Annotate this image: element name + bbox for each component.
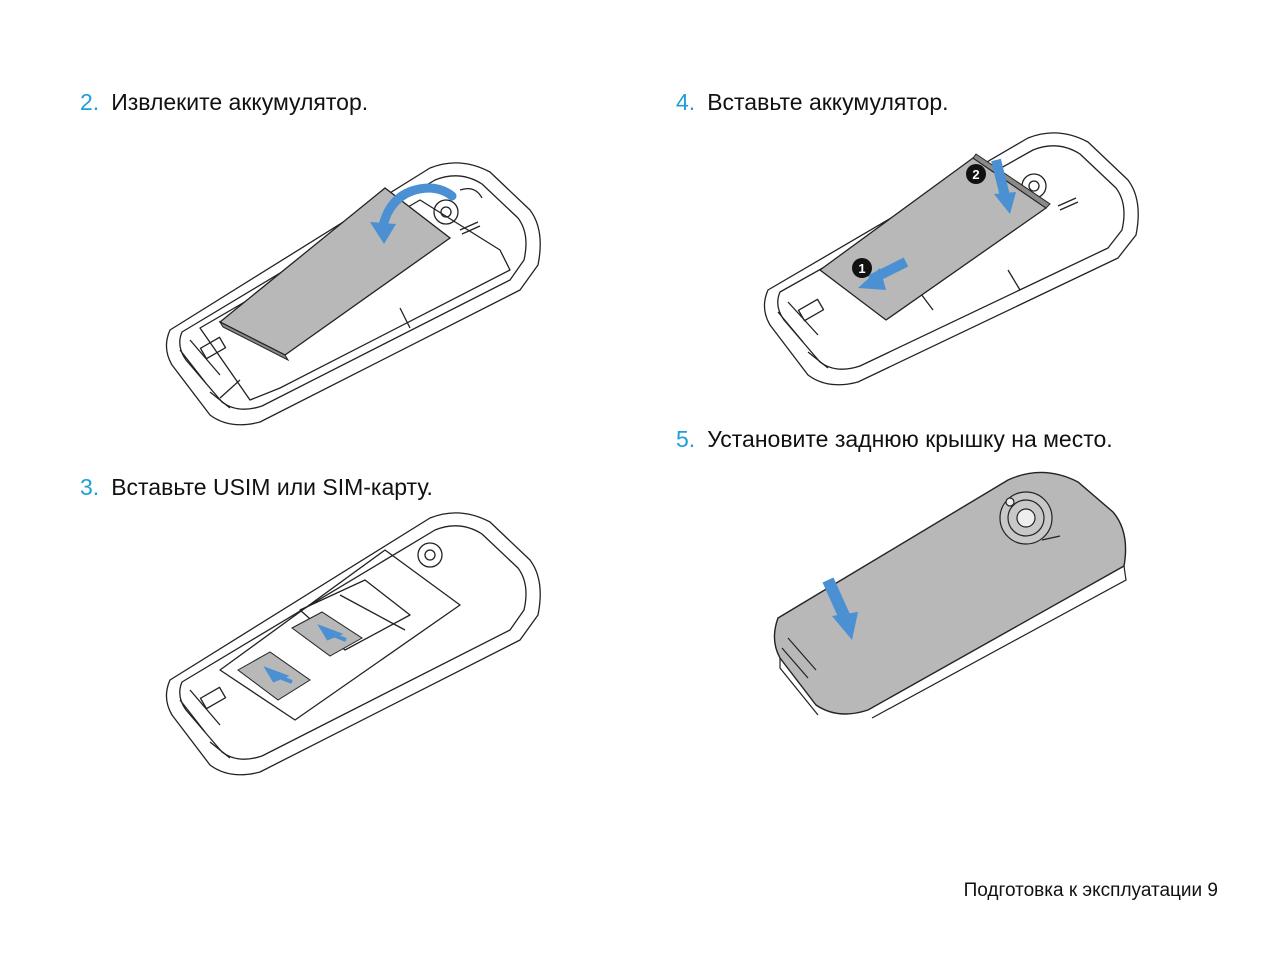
step-4-heading: 4. Вставьте аккумулятор.	[676, 88, 949, 116]
step-number: 2.	[80, 89, 100, 115]
step-3-heading: 3. Вставьте USIM или SIM-карту.	[80, 473, 433, 501]
back-cover-illustration	[773, 471, 1127, 719]
arrow-icon	[317, 624, 347, 642]
page-number: 9	[1207, 880, 1218, 901]
battery-shape	[218, 187, 452, 356]
insert-sim-illustration	[165, 512, 541, 776]
step-5-heading: 5. Установите заднюю крышку на место.	[676, 425, 1113, 453]
step-number: 3.	[80, 474, 100, 500]
step-text: Вставьте USIM или SIM-карту.	[111, 474, 433, 500]
svg-text:1: 1	[858, 261, 865, 276]
marker-1: 1	[852, 258, 872, 278]
down-arrow-icon	[822, 577, 852, 623]
svg-text:2: 2	[972, 167, 979, 182]
step-text: Извлеките аккумулятор.	[111, 89, 369, 115]
section-title: Подготовка к эксплуатации	[963, 880, 1203, 901]
marker-2: 2	[966, 164, 986, 184]
page-footer: Подготовка к эксплуатации 9	[964, 880, 1218, 902]
step-number: 5.	[676, 426, 696, 452]
arrow-icon	[263, 666, 293, 684]
curved-arrow-icon	[377, 183, 457, 235]
step-text: Установите заднюю крышку на место.	[707, 426, 1113, 452]
insert-battery-illustration: 1 2	[763, 132, 1139, 386]
remove-battery-illustration	[165, 162, 541, 426]
step-number: 4.	[676, 89, 696, 115]
step-2-heading: 2. Извлеките аккумулятор.	[80, 88, 368, 116]
step-text: Вставьте аккумулятор.	[707, 89, 949, 115]
back-cover-shape	[773, 471, 1127, 715]
